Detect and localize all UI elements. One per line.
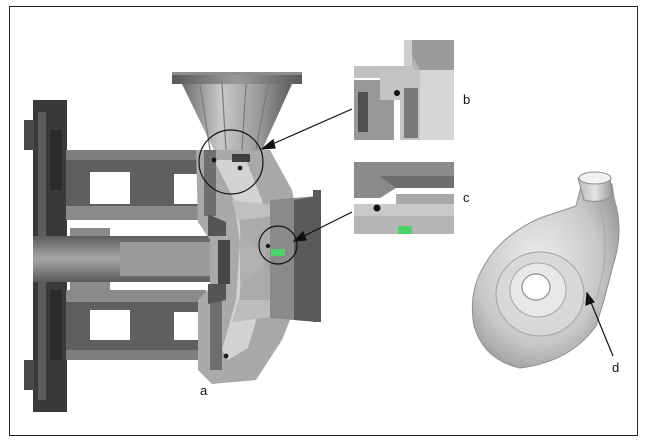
label-c: c xyxy=(463,190,470,205)
pump-cross-section xyxy=(24,72,321,412)
volute-casing-3d xyxy=(471,171,620,369)
leader-arrows xyxy=(260,108,614,357)
detail-view-c xyxy=(354,162,454,234)
label-b: b xyxy=(463,92,470,107)
detail-view-b xyxy=(354,40,454,140)
label-a: a xyxy=(200,383,208,398)
label-d: d xyxy=(612,360,619,375)
